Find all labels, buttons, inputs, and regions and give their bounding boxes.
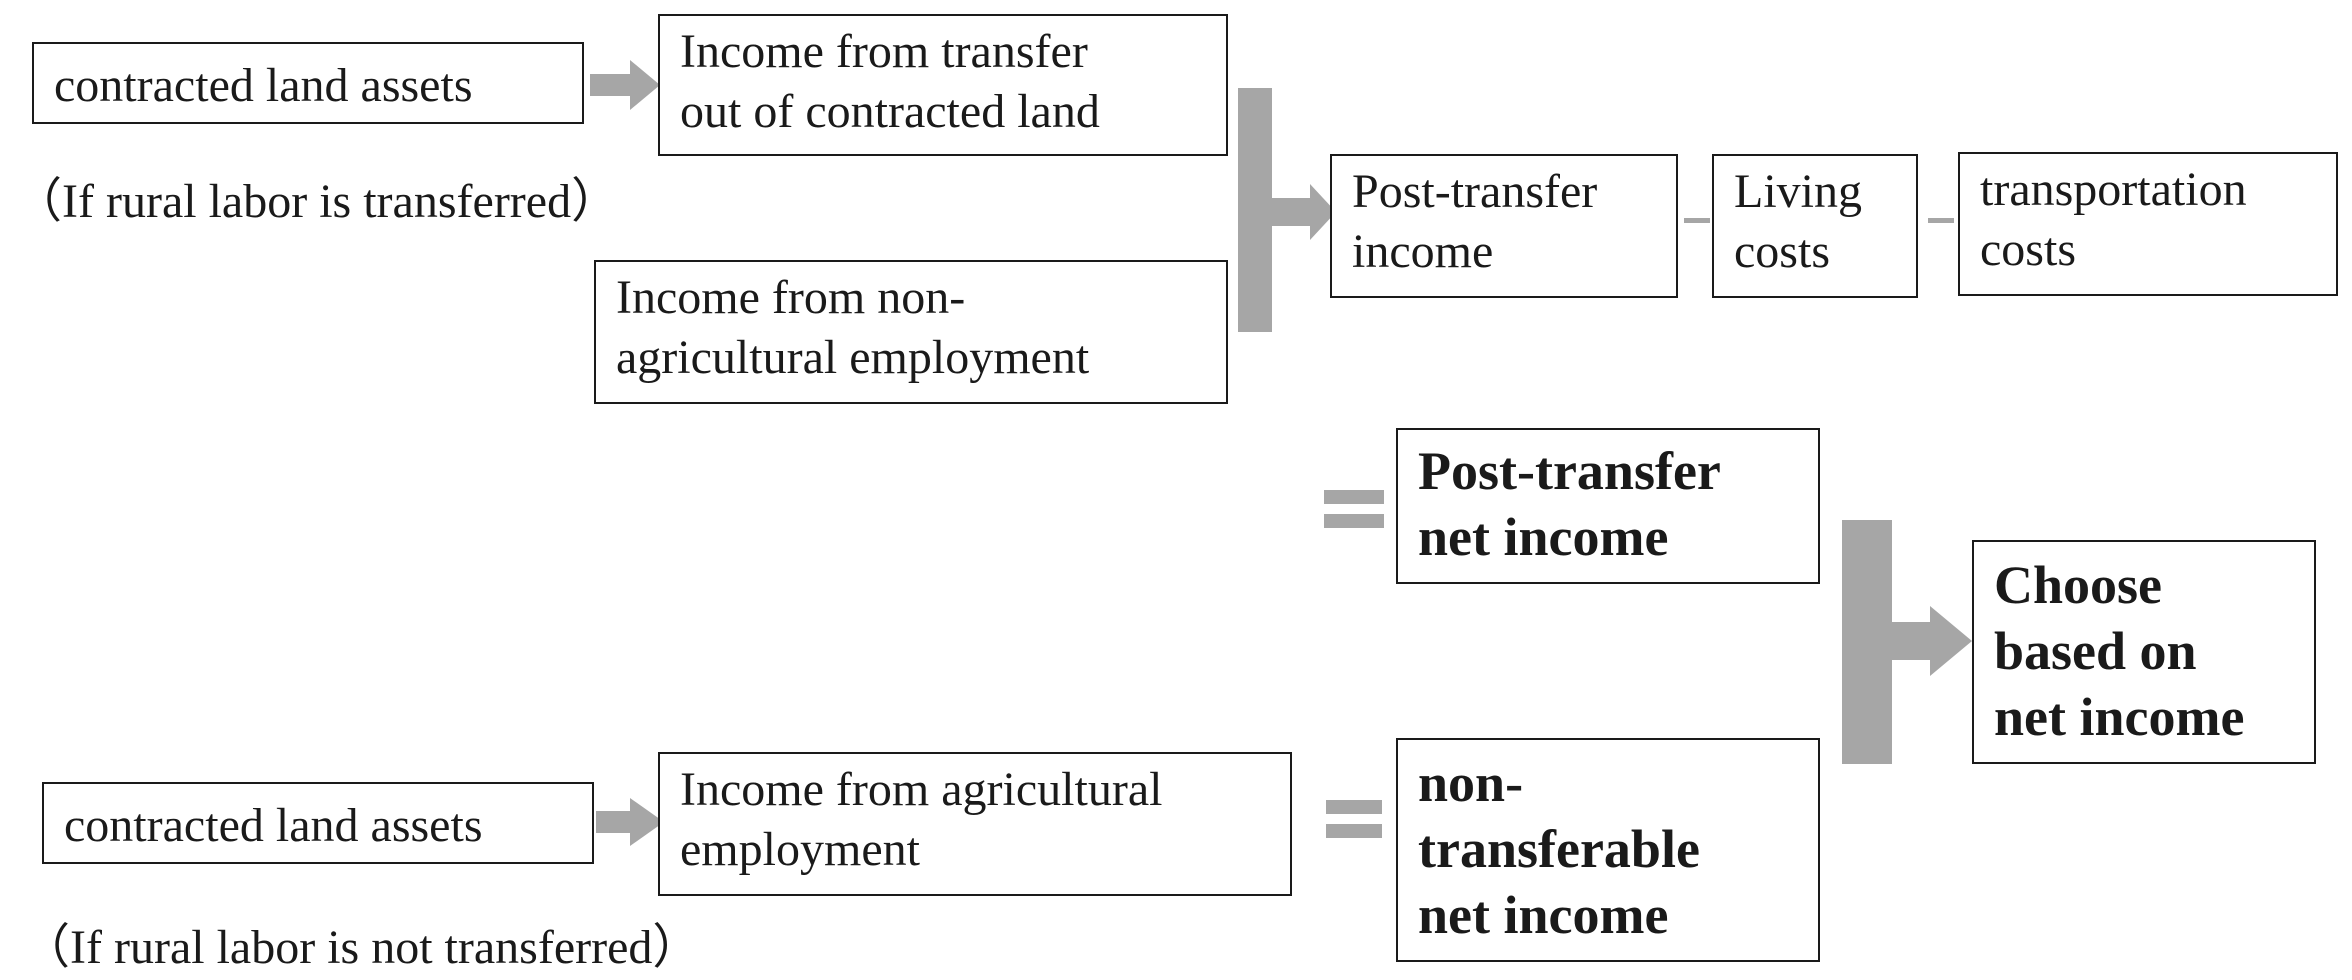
living-costs-line-1: Living <box>1734 165 1862 218</box>
merge-bracket-top <box>1238 88 1336 332</box>
contracted-land-assets-bottom-box: contracted land assets <box>42 782 594 864</box>
choose-box: Choose based on net income <box>1972 540 2316 764</box>
arrow-top-land-to-transfer <box>590 60 660 110</box>
transfer-income-line-2: out of contracted land <box>680 85 1100 138</box>
transport-costs-line-2: costs <box>1980 223 2076 276</box>
ag-income-box: Income from agricultural employment <box>658 752 1292 896</box>
minus-sign-2 <box>1928 218 1954 223</box>
nonag-income-line-1: Income from non- <box>616 271 966 324</box>
ag-income-line-2: employment <box>680 823 920 876</box>
living-costs-line-2: costs <box>1734 225 1830 278</box>
land-assets-bottom-label: contracted land assets <box>64 799 483 852</box>
living-costs-box: Living costs <box>1712 154 1918 298</box>
post-transfer-income-line-2: income <box>1352 225 1494 278</box>
equals-sign-bottom <box>1326 800 1382 838</box>
choose-line-1: Choose <box>1994 555 2163 615</box>
non-transferable-line-2: transferable <box>1418 819 1700 879</box>
post-transfer-income-box: Post-transfer income <box>1330 154 1678 298</box>
choose-line-3: net income <box>1994 687 2245 747</box>
choose-line-2: based on <box>1994 621 2197 681</box>
ag-income-line-1: Income from agricultural <box>680 763 1163 816</box>
non-transferable-line-1: non- <box>1418 753 1524 813</box>
arrow-bottom-land-to-ag <box>596 798 664 846</box>
note-not-transferred: （If rural labor is not transferred） <box>22 921 701 974</box>
transport-costs-box: transportation costs <box>1958 152 2338 296</box>
transfer-income-box: Income from transfer out of contracted l… <box>658 14 1228 156</box>
transport-costs-line-1: transportation <box>1980 163 2247 216</box>
post-transfer-net-line-1: Post-transfer <box>1418 441 1721 501</box>
transfer-income-line-1: Income from transfer <box>680 25 1088 78</box>
non-transferable-line-3: net income <box>1418 885 1669 945</box>
note-transferred: （If rural labor is transferred） <box>14 175 620 228</box>
nonag-income-line-2: agricultural employment <box>616 331 1090 384</box>
minus-sign-1 <box>1684 218 1710 223</box>
merge-bracket-right <box>1842 520 1972 764</box>
equals-sign-top <box>1324 490 1384 528</box>
land-assets-top-label: contracted land assets <box>54 59 473 112</box>
contracted-land-assets-top-box: contracted land assets <box>32 42 584 124</box>
post-transfer-net-income-box: Post-transfer net income <box>1396 428 1820 584</box>
nonag-income-box: Income from non- agricultural employment <box>594 260 1228 404</box>
post-transfer-income-line-1: Post-transfer <box>1352 165 1598 218</box>
post-transfer-net-line-2: net income <box>1418 507 1669 567</box>
non-transferable-net-income-box: non- transferable net income <box>1396 738 1820 962</box>
